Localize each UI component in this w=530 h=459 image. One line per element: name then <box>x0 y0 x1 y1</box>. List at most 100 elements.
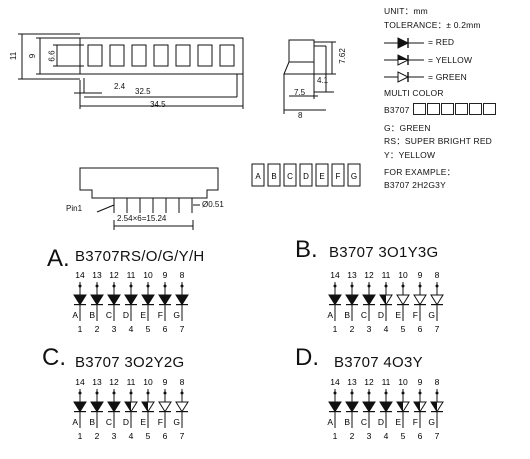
top-pin-number: 11 <box>382 270 391 280</box>
segment-letter: A <box>72 310 78 320</box>
diode-solid <box>345 401 359 413</box>
segment-letter: G <box>428 310 435 320</box>
segment-letter: G <box>428 417 435 427</box>
dim-front-height-outer: 11 <box>9 51 19 61</box>
segment-box-e <box>315 163 329 187</box>
diode-half <box>430 401 444 413</box>
segment-letter: A <box>72 417 78 427</box>
segment-letter: F <box>158 417 163 427</box>
legend-diode-solid <box>384 37 424 49</box>
bottom-pin-number: 6 <box>163 431 168 441</box>
top-pin-number: 10 <box>143 377 153 387</box>
top-pin-number: 14 <box>330 270 340 280</box>
dim-side-height: 7.62 <box>337 48 347 64</box>
top-pin-number: 11 <box>382 377 391 387</box>
top-pin-number: 13 <box>347 270 357 280</box>
segment-box-c <box>283 163 297 187</box>
variant-b-letter: B. <box>295 236 318 263</box>
bottom-pin-number: 5 <box>146 431 151 441</box>
bottom-pin-number: 4 <box>129 431 134 441</box>
top-pin-number: 10 <box>398 377 408 387</box>
dim-front-height-inner: 9 <box>28 53 38 59</box>
top-pin-number: 12 <box>109 270 119 280</box>
segment-letter: F <box>158 310 163 320</box>
bottom-pin-number: 3 <box>112 431 117 441</box>
front-segment-window <box>219 44 235 67</box>
segment-letter: C <box>361 417 367 427</box>
bottom-pin-number: 7 <box>180 431 185 441</box>
bottom-pin-number: 1 <box>78 431 83 441</box>
legend-yellow-label: = YELLOW <box>428 55 473 65</box>
segment-box-letter: B <box>271 172 276 181</box>
unit-label: UNIT：mm <box>384 6 428 16</box>
dim-pin-diameter: Ø0.51 <box>202 200 224 209</box>
diode-solid <box>124 294 138 306</box>
segment-box-letter: D <box>303 172 309 181</box>
diode-solid <box>328 294 342 306</box>
segment-letter: E <box>395 310 401 320</box>
dim-front-height-seg: 6.6 <box>47 50 57 62</box>
variant-a-letter: A. <box>47 245 70 272</box>
segment-letter: B <box>89 417 95 427</box>
top-pin-number: 14 <box>75 270 85 280</box>
diode-solid <box>175 294 189 306</box>
diode-half <box>124 401 138 413</box>
example-label: FOR EXAMPLE： <box>384 167 456 177</box>
diode-half <box>141 401 155 413</box>
segment-box-f <box>331 163 345 187</box>
dim-side-total: 8 <box>298 111 303 120</box>
code-yellow: Y：YELLOW <box>384 150 436 160</box>
segment-box-letter: G <box>351 172 357 181</box>
top-pin-number: 12 <box>109 377 119 387</box>
segment-letter: A <box>327 417 333 427</box>
diode-solid <box>90 401 104 413</box>
segment-box-letter: C <box>287 172 293 181</box>
top-pin-number: 8 <box>180 270 185 280</box>
diode-solid <box>141 294 155 306</box>
diode-half <box>413 401 427 413</box>
segment-box-letter: E <box>319 172 324 181</box>
diode-solid <box>328 401 342 413</box>
segment-letter: D <box>123 310 129 320</box>
tolerance-label: TOLERANCE：± 0.2mm <box>384 20 481 30</box>
segment-letter: G <box>173 310 180 320</box>
diode-solid <box>362 401 376 413</box>
bottom-pin-number: 4 <box>384 324 389 334</box>
segment-letter: B <box>89 310 95 320</box>
bottom-pin-number: 2 <box>95 324 100 334</box>
legend-diode-symbols <box>384 37 424 83</box>
segment-letter: B <box>344 310 350 320</box>
segment-letter: D <box>378 310 384 320</box>
bottom-pin-number: 7 <box>180 324 185 334</box>
bottom-pin-number: 5 <box>401 324 406 334</box>
bottom-view-pins <box>113 198 193 213</box>
bottom-pin-number: 6 <box>163 324 168 334</box>
segment-box-b <box>267 163 281 187</box>
legend-green-label: = GREEN <box>428 72 467 82</box>
pin1-label: Pin1 <box>66 204 83 213</box>
bottom-pin-number: 5 <box>401 431 406 441</box>
example-value: B3707 2H2G3Y <box>384 180 446 190</box>
multi-color-code-boxes <box>413 103 496 115</box>
bottom-pin-number: 1 <box>78 324 83 334</box>
segment-box-letter: A <box>255 172 261 181</box>
top-pin-number: 10 <box>398 270 408 280</box>
bottom-pin-number: 2 <box>95 431 100 441</box>
top-pin-number: 13 <box>92 377 102 387</box>
diode-solid <box>345 294 359 306</box>
diode-open <box>413 294 427 306</box>
bottom-pin-number: 1 <box>333 431 338 441</box>
segment-letter: D <box>123 417 129 427</box>
variant-c-letter: C. <box>42 344 66 371</box>
dim-seg-offset: 2.4 <box>114 82 126 91</box>
top-pin-number: 12 <box>364 377 374 387</box>
bottom-pin-number: 7 <box>435 431 440 441</box>
segment-letter: C <box>106 417 112 427</box>
diode-solid <box>90 294 104 306</box>
dim-seg-span: 32.5 <box>135 87 151 96</box>
variant-d-title: B3707 4O3Y <box>334 354 423 371</box>
diode-solid <box>362 294 376 306</box>
